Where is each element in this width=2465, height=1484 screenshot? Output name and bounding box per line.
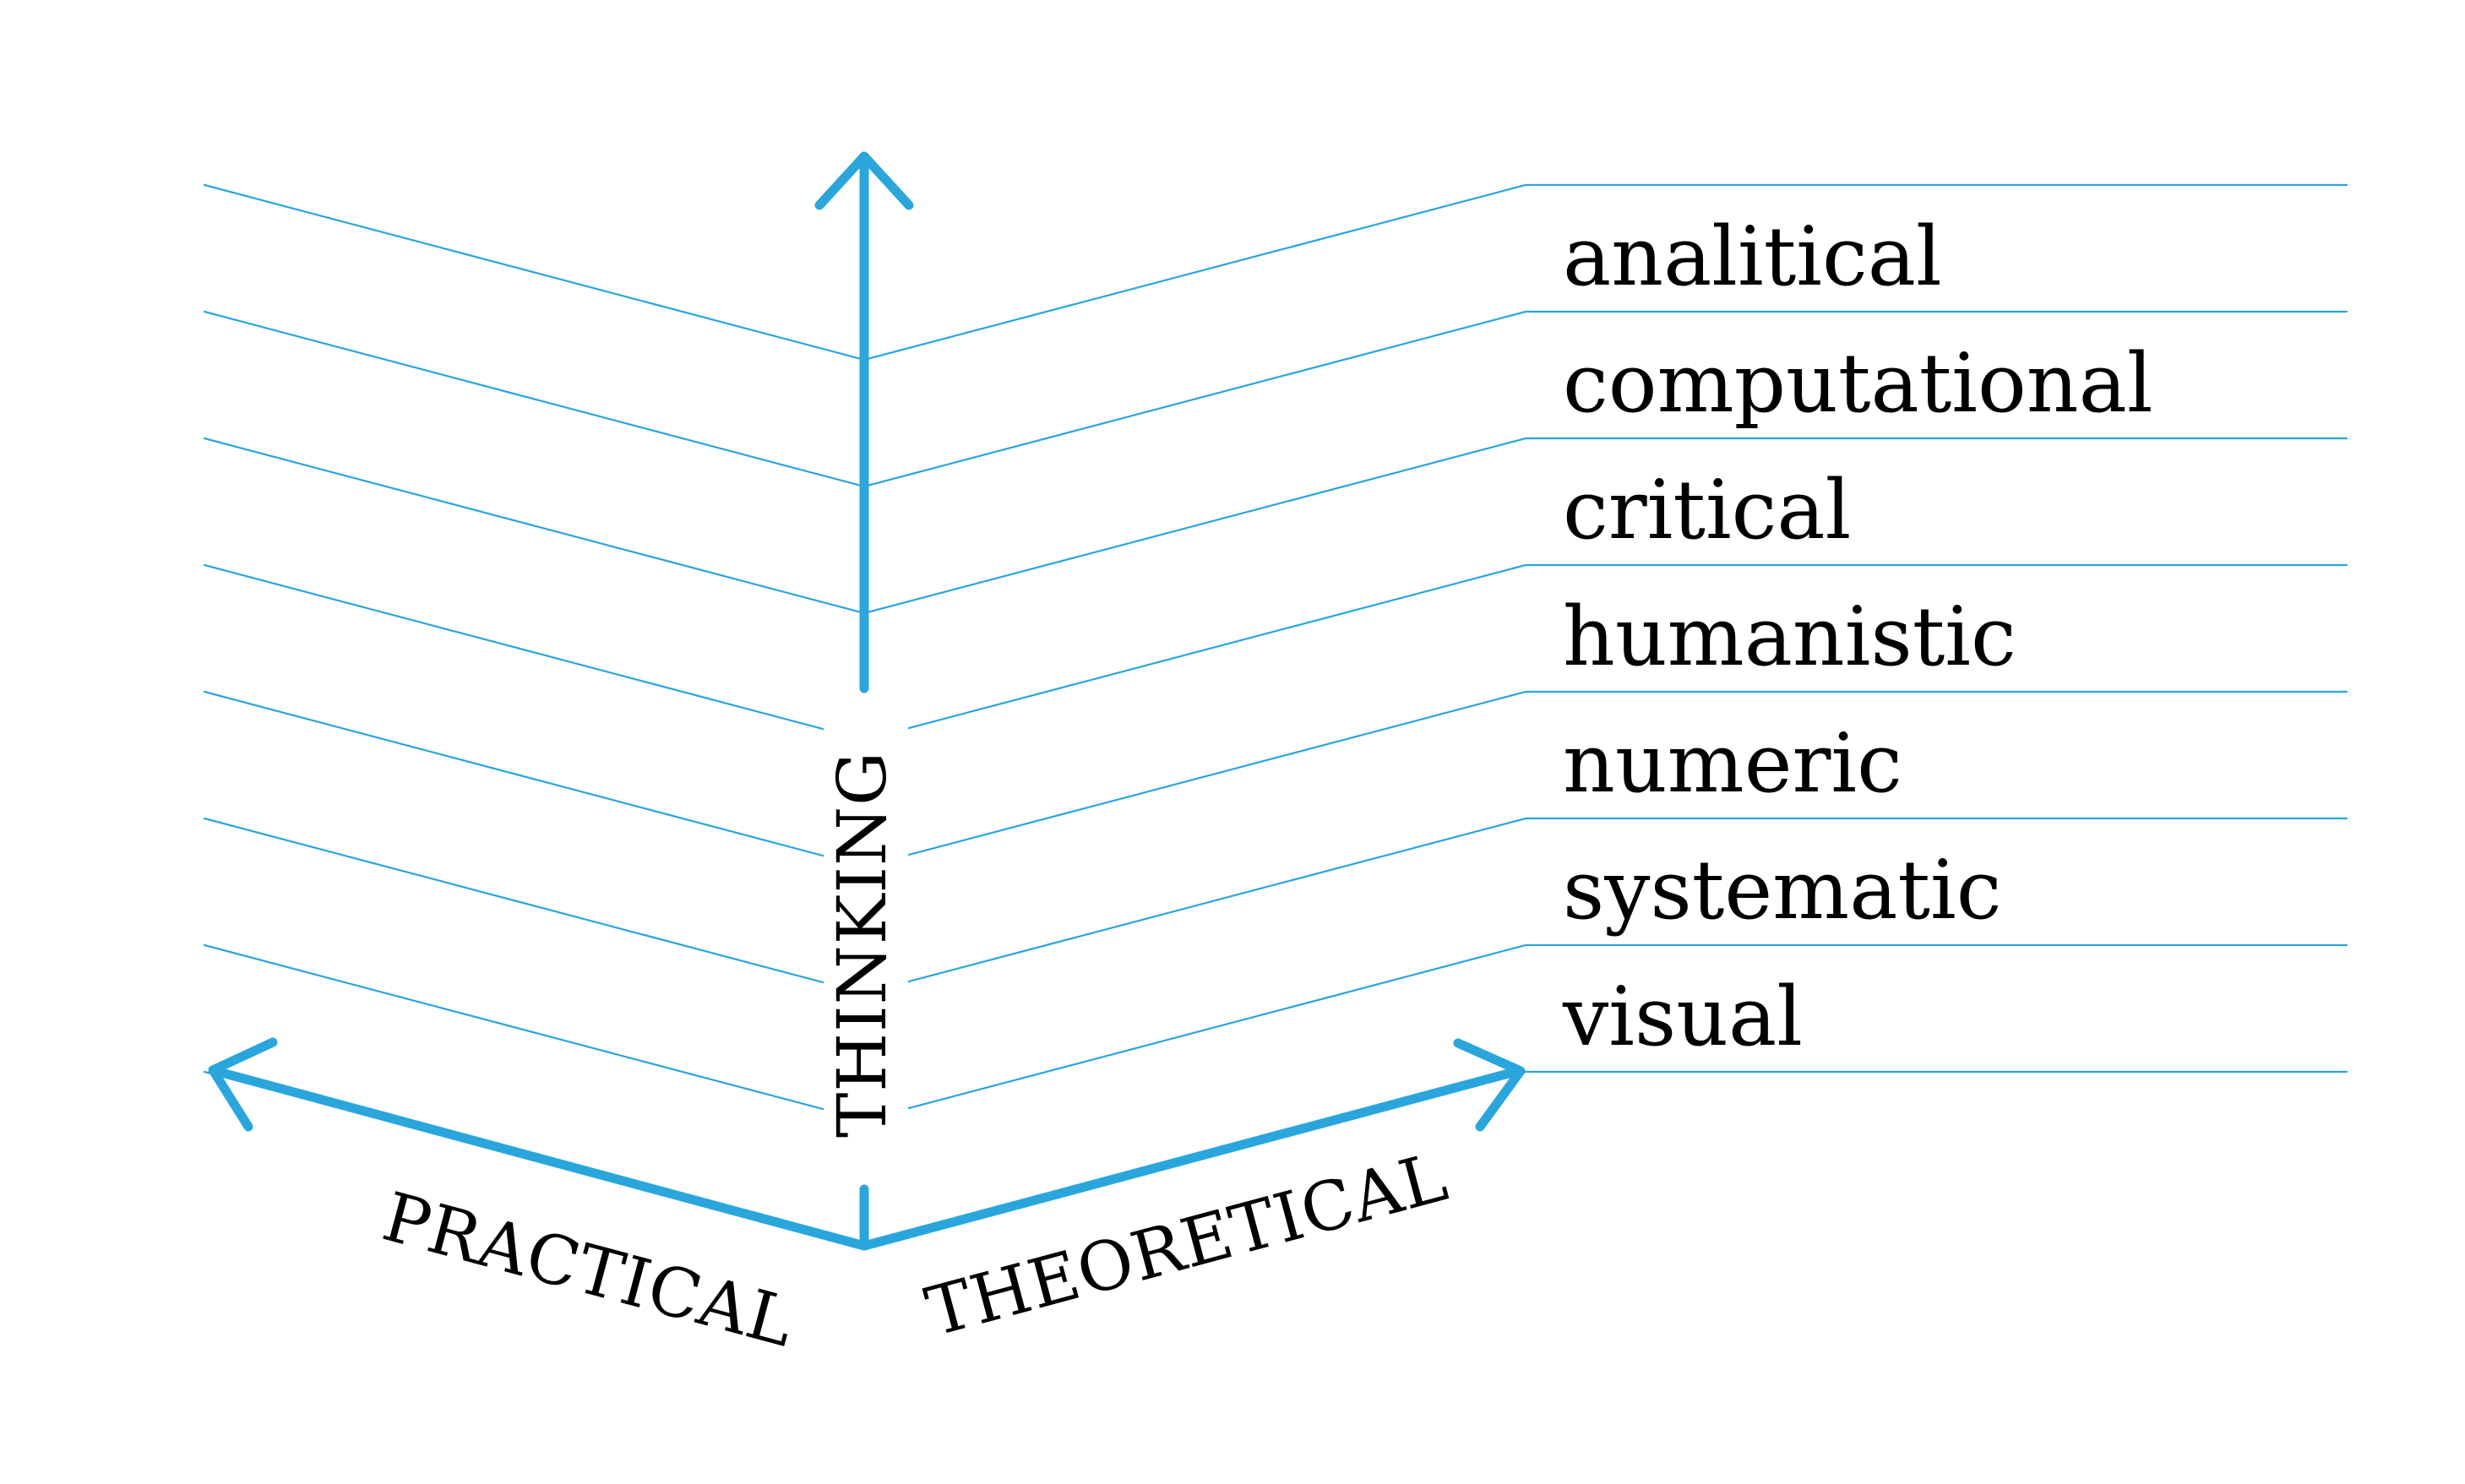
practical-axis	[208, 1037, 869, 1251]
practical-axis-label: PRACTICAL	[375, 1177, 803, 1362]
term-label: critical	[1563, 463, 1851, 557]
arrow-up-right-icon	[1453, 1038, 1526, 1132]
guide-line	[203, 817, 2348, 995]
theoretical-axis-label: THEORETICAL	[918, 1138, 1456, 1352]
arrow-up-icon	[814, 151, 914, 210]
term-label: analitical	[1563, 209, 1942, 304]
guide-line	[203, 690, 2348, 868]
guide-line	[203, 310, 2348, 488]
practical-axis-line	[210, 1066, 869, 1251]
theoretical-axis	[859, 1038, 1526, 1251]
term-label: systematic	[1563, 843, 2001, 938]
thinking-label-backdrop	[824, 718, 908, 1174]
guide-line	[203, 437, 2348, 615]
term-label: computational	[1563, 336, 2153, 431]
term-labels: analitical computational critical humanisti…	[1562, 209, 2153, 1064]
guide-line	[203, 943, 2348, 1122]
thinking-axis	[814, 151, 914, 1248]
term-label: numeric	[1563, 716, 1902, 811]
term-label: visual	[1562, 970, 1803, 1064]
guide-line	[203, 183, 2348, 361]
guide-line	[203, 563, 2348, 742]
guide-lines	[203, 183, 2348, 1248]
arrow-up-left-icon	[208, 1037, 278, 1132]
thinking-axis-label: THINKING	[823, 751, 901, 1138]
theoretical-axis-line	[859, 1066, 1523, 1251]
term-label: humanistic	[1563, 590, 2016, 684]
